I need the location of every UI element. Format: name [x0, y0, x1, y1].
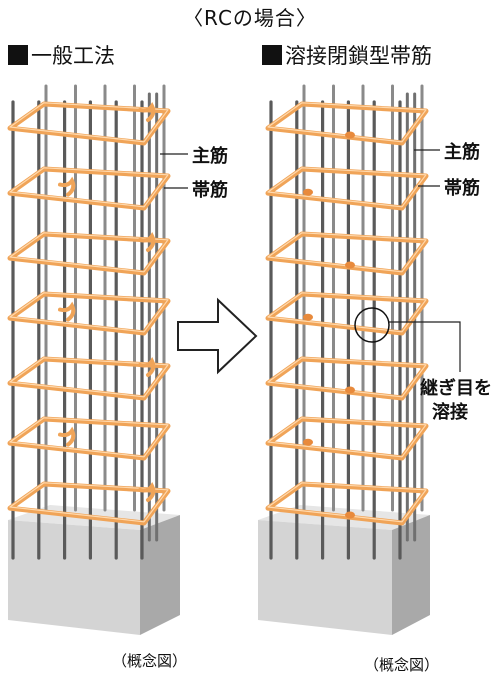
right-concrete-base: [258, 505, 430, 635]
weld-point: [345, 131, 355, 139]
square-bullet-icon: [262, 45, 282, 65]
right-caption: （概念図）: [364, 656, 440, 674]
hoop-highlight: [9, 482, 169, 523]
hoop-ring: [7, 356, 171, 401]
left-heading-text: 一般工法: [31, 44, 115, 68]
weld-point: [303, 313, 313, 321]
left-concrete-base: [8, 505, 180, 635]
page-title: 〈RCの場合〉: [183, 6, 317, 30]
weld-leader: [389, 321, 461, 372]
hoop-ring: [265, 356, 429, 401]
hoop-highlight: [267, 102, 427, 143]
hoop-ring: [265, 291, 429, 336]
hoop-hook: [138, 102, 156, 122]
weld-point: [345, 511, 355, 519]
weld-point: [303, 438, 313, 446]
left-rebar-column: [7, 84, 171, 560]
left-main-rebar-label: 主筋: [192, 146, 228, 167]
weld-point: [345, 386, 355, 394]
hoop-ring: [7, 101, 171, 146]
hoop-highlight: [9, 357, 169, 398]
right-rebar-column: [265, 84, 429, 560]
hoop-hook: [138, 357, 156, 377]
hoop-highlight: [9, 417, 169, 458]
right-hoop-label: 帯筋: [444, 178, 480, 199]
hoop-highlight: [267, 167, 427, 208]
right-arrow-icon: [177, 297, 258, 375]
hoop-highlight: [9, 292, 169, 333]
weld-point: [345, 261, 355, 269]
hoop-hook: [58, 176, 76, 197]
hoop-ring: [7, 481, 171, 526]
hoop-highlight: [9, 232, 169, 273]
hoop-highlight: [9, 102, 169, 143]
hoop-hook: [138, 232, 156, 252]
hoop-ring: [265, 101, 429, 146]
hoop-ring: [7, 166, 171, 211]
right-heading: 溶接閉鎖型帯筋: [262, 40, 432, 70]
hoop-ring: [265, 416, 429, 461]
hoop-highlight: [9, 167, 169, 208]
hoop-ring: [7, 231, 171, 276]
left-caption: （概念図）: [112, 652, 188, 670]
hoop-highlight: [267, 357, 427, 398]
left-hoop-label: 帯筋: [192, 180, 228, 201]
hoop-ring: [265, 231, 429, 276]
right-main-rebar-label: 主筋: [444, 142, 480, 163]
hoop-highlight: [267, 482, 427, 523]
hoop-ring: [265, 481, 429, 526]
hoop-highlight: [267, 232, 427, 273]
hoop-hook: [58, 426, 76, 447]
weld-note-line2: 溶接: [432, 402, 468, 423]
square-bullet-icon: [8, 45, 28, 65]
hoop-ring: [265, 166, 429, 211]
hoop-ring: [7, 291, 171, 336]
hoop-highlight: [267, 417, 427, 458]
hoop-highlight: [267, 292, 427, 333]
hoop-ring: [7, 416, 171, 461]
right-heading-text: 溶接閉鎖型帯筋: [285, 44, 432, 68]
hoop-hook: [58, 301, 76, 322]
weld-point: [303, 188, 313, 196]
weld-highlight-circle: [354, 307, 390, 343]
weld-note-line1: 継ぎ目を: [420, 378, 492, 399]
hoop-hook: [138, 482, 156, 502]
left-heading: 一般工法: [8, 40, 115, 70]
